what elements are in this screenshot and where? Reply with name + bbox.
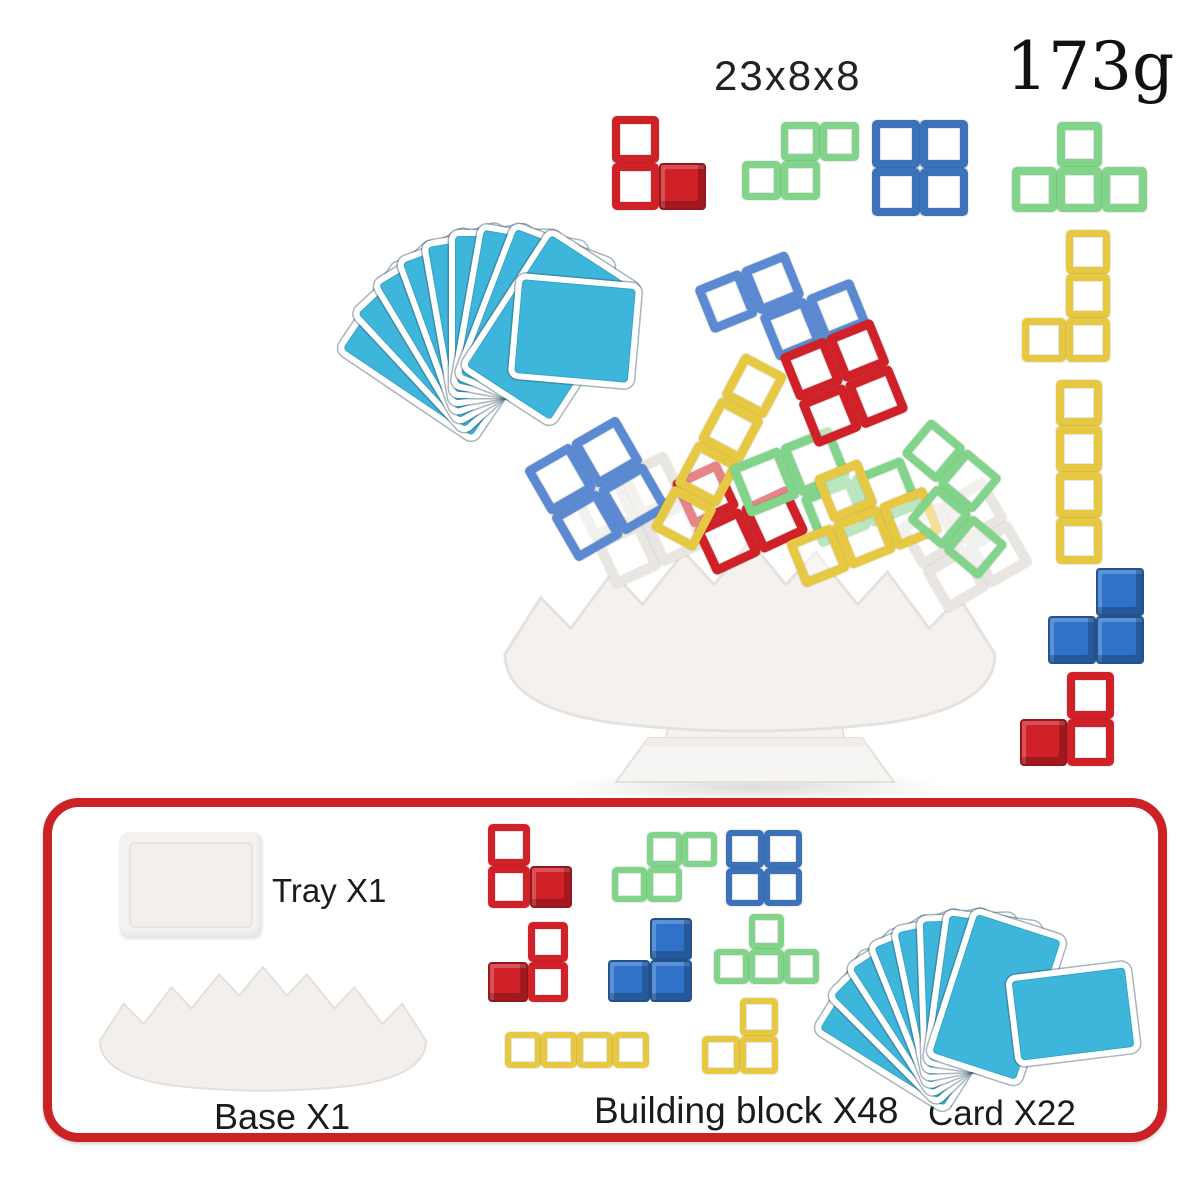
blue-square-block-top-cell [920, 168, 968, 216]
green-s-block-panel [612, 832, 717, 902]
green-s-block-top-cell [820, 122, 859, 161]
balance-base [503, 538, 997, 733]
card-front [507, 272, 643, 390]
tray [120, 832, 262, 937]
red-l-block-top-cell [612, 163, 659, 210]
yellow-j-block-right-cell [1066, 230, 1110, 274]
green-s-block-top-cell [742, 161, 781, 200]
blue-solid-block-panel [608, 918, 692, 1002]
red-l-block-right-cell [1067, 719, 1114, 766]
weight-label: 173g [1006, 28, 1175, 105]
red-l-block-panel-2-cell [528, 922, 568, 962]
base-component [98, 965, 428, 1092]
blue-square-block-panel-cell [764, 830, 802, 868]
green-t-block-top-cell [1057, 122, 1102, 167]
blue-square-block-top-cell [872, 120, 920, 168]
blue-square-block-top-cell [872, 168, 920, 216]
green-t-block-top-cell [1012, 167, 1057, 212]
blue-square-block-panel [726, 830, 802, 906]
yellow-i-block-panel-cell [577, 1032, 613, 1068]
tray-inner-face [129, 842, 253, 928]
yellow-i-block-panel-cell [541, 1032, 577, 1068]
green-s-block-panel-cell [682, 832, 717, 867]
red-l-block-panel-2 [488, 922, 568, 1002]
yellow-corner-block-panel [702, 998, 778, 1074]
green-s-block-top [742, 122, 859, 200]
yellow-i-block-panel [505, 1032, 649, 1068]
yellow-j-block-right-cell [1022, 318, 1066, 362]
yellow-j-block-right-cell [1066, 318, 1110, 362]
green-t-block-panel-cell [714, 949, 749, 984]
blue-square-block-panel-cell [726, 868, 764, 906]
card-front [1004, 960, 1142, 1068]
red-l-block-top [612, 116, 706, 210]
yellow-i-block-panel-cell [505, 1032, 541, 1068]
blue-square-block-panel-cell [726, 830, 764, 868]
dimensions-label: 23x8x8 [714, 52, 862, 99]
red-l-block-panel-2-cell [528, 962, 568, 1002]
green-t-block-top-cell [1102, 167, 1147, 212]
green-t-block-panel-cell [784, 949, 819, 984]
building-block-count-label: Building block X48 [594, 1090, 899, 1131]
red-l-block-panel-1-cell [530, 866, 572, 908]
blue-solid-block-right-cell [1096, 568, 1144, 616]
green-s-block-top-cell [781, 161, 820, 200]
red-l-block-top-cell [612, 116, 659, 163]
red-l-block-panel-1-cell [488, 824, 530, 866]
tray-count-label: Tray X1 [272, 872, 387, 909]
green-s-block-panel-cell [647, 832, 682, 867]
green-s-block-panel-cell [612, 867, 647, 902]
yellow-j-block-right-cell [1066, 274, 1110, 318]
blue-solid-block-right [1048, 568, 1144, 664]
yellow-corner-block-panel-cell [702, 1036, 740, 1074]
red-l-block-panel-2-cell [488, 962, 528, 1002]
yellow-i-block-right [1056, 380, 1102, 564]
green-t-block-panel-cell [749, 949, 784, 984]
blue-solid-block-panel-cell [650, 960, 692, 1002]
yellow-i-block-right-cell [1056, 426, 1102, 472]
red-l-block-right-cell [1020, 719, 1067, 766]
red-l-block-top-cell [659, 163, 706, 210]
red-l-block-right [1020, 672, 1114, 766]
green-t-block-panel-cell [749, 914, 784, 949]
blue-solid-block-right-cell [1096, 616, 1144, 664]
yellow-corner-block-panel-cell [740, 1036, 778, 1074]
yellow-i-block-right-cell [1056, 518, 1102, 564]
green-s-block-panel-cell [647, 867, 682, 902]
blue-square-block-top [872, 120, 968, 216]
blue-square-block-panel-cell [764, 868, 802, 906]
blue-square-block-top-cell [920, 120, 968, 168]
yellow-j-block-right [1022, 230, 1110, 362]
green-t-block-top-cell [1057, 167, 1102, 212]
red-l-block-panel-1 [488, 824, 572, 908]
blue-solid-block-right-cell [1048, 616, 1096, 664]
green-s-block-top-cell [781, 122, 820, 161]
yellow-i-block-panel-cell [613, 1032, 649, 1068]
yellow-i-block-right-cell [1056, 472, 1102, 518]
base-count-label: Base X1 [214, 1096, 351, 1137]
blue-solid-block-panel-cell [608, 960, 650, 1002]
yellow-corner-block-panel-cell [740, 998, 778, 1036]
red-l-block-panel-1-cell [488, 866, 530, 908]
green-t-block-top [1012, 122, 1147, 212]
green-t-block-panel [714, 914, 819, 984]
blue-solid-block-panel-cell [650, 918, 692, 960]
red-l-block-right-cell [1067, 672, 1114, 719]
yellow-i-block-right-cell [1056, 380, 1102, 426]
